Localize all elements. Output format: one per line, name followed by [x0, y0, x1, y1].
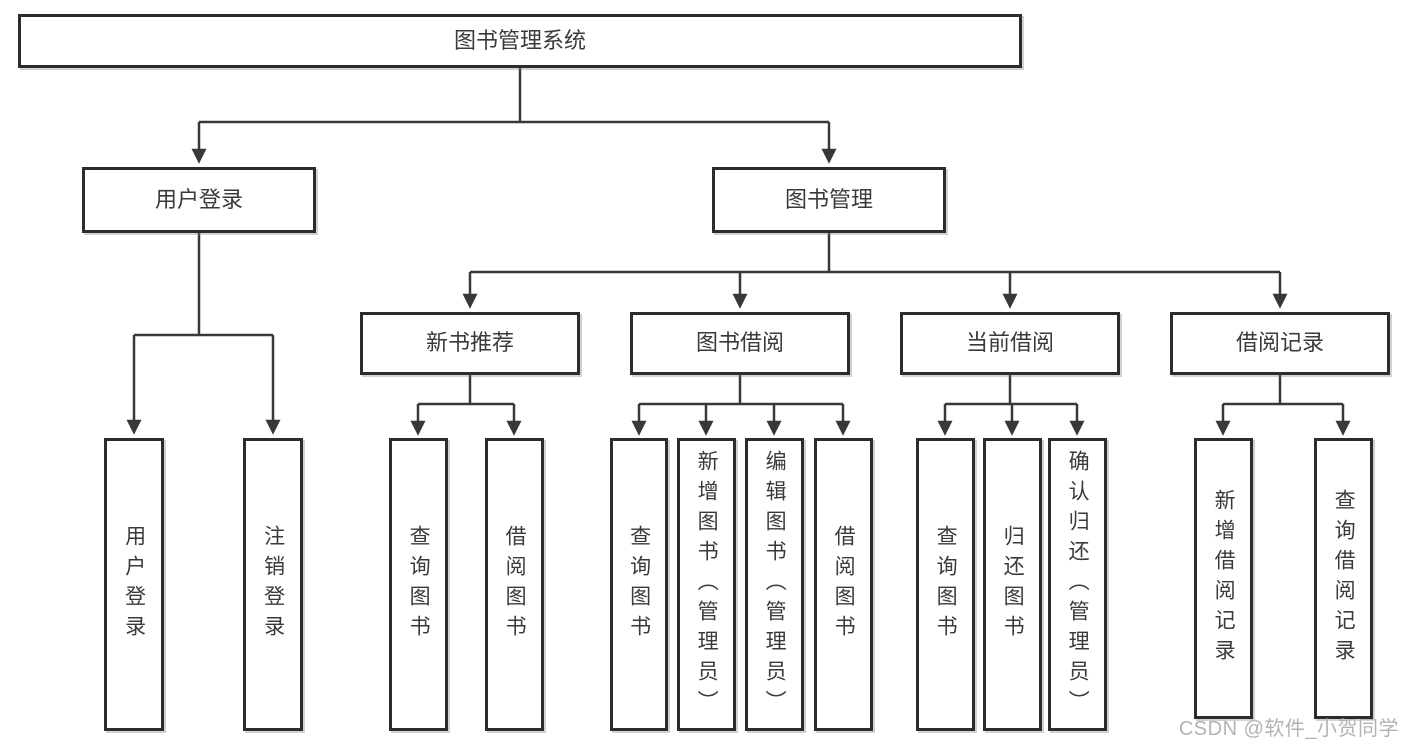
leaf-search-borrow-record: 查询借阅记录: [1314, 438, 1373, 719]
leaf-borrow-books-recommend: 借阅图书: [485, 438, 544, 731]
leaf-logout: 注销登录: [243, 438, 303, 731]
node-book-management: 图书管理: [712, 167, 946, 233]
leaf-return-books: 归还图书: [983, 438, 1042, 731]
leaf-edit-books-admin: 编辑图书（管理员）: [745, 438, 804, 731]
node-borrow-records: 借阅记录: [1170, 312, 1390, 375]
node-book-borrowing: 图书借阅: [630, 312, 850, 375]
node-new-book-recommend: 新书推荐: [360, 312, 580, 375]
leaf-user-login: 用户登录: [104, 438, 164, 731]
leaf-search-books-borrowing: 查询图书: [610, 438, 668, 731]
leaf-borrow-books-borrowing: 借阅图书: [814, 438, 873, 731]
leaf-search-books-current: 查询图书: [916, 438, 975, 731]
leaf-add-books-admin: 新增图书（管理员）: [677, 438, 736, 731]
node-current-borrowing: 当前借阅: [900, 312, 1120, 375]
leaf-confirm-return-admin: 确认归还（管理员）: [1048, 438, 1107, 731]
leaf-search-books-recommend: 查询图书: [389, 438, 448, 731]
watermark: CSDN @软件_小贺同学: [1178, 718, 1399, 740]
node-user-login: 用户登录: [82, 167, 316, 233]
leaf-add-borrow-record: 新增借阅记录: [1194, 438, 1253, 719]
node-system-root: 图书管理系统: [18, 14, 1022, 68]
